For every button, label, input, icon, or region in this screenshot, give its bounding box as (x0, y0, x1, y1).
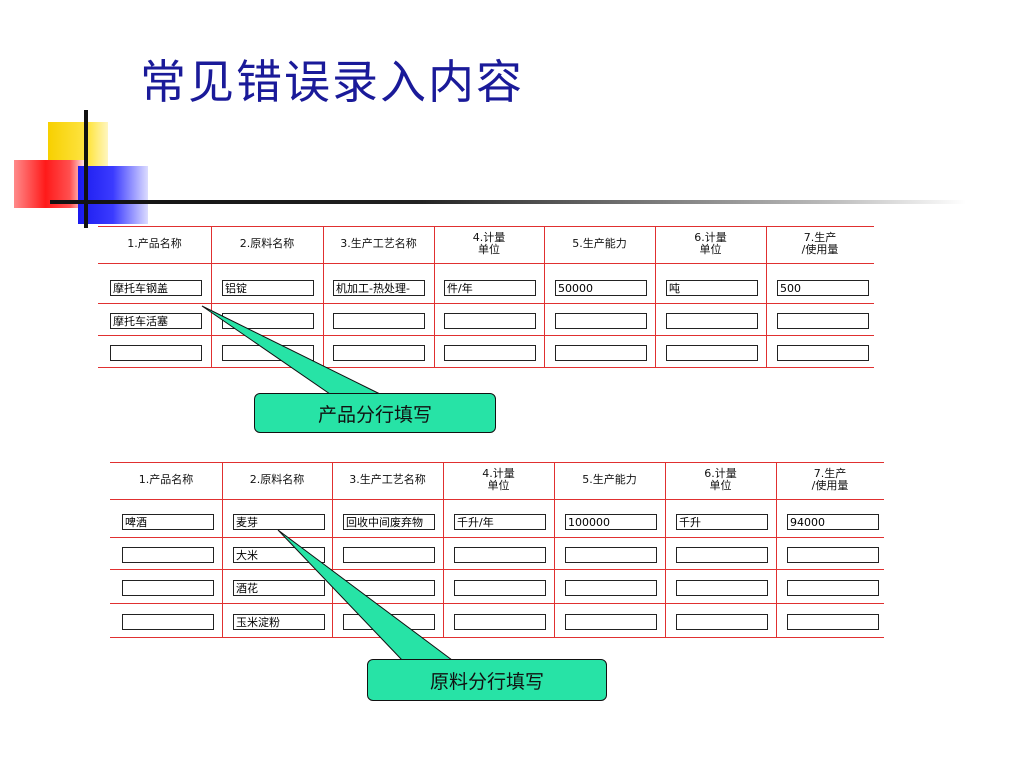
input-product-name[interactable] (122, 547, 214, 563)
callout-products: 产品分行填写 (254, 393, 496, 433)
input-material-name[interactable]: 麦芽 (233, 514, 325, 530)
grid-line (211, 227, 212, 263)
column-header-unit-2: 6.计量单位 (704, 467, 737, 492)
input-product-name[interactable] (110, 345, 202, 361)
grid-line (655, 227, 656, 263)
input-unit-2[interactable]: 千升 (676, 514, 768, 530)
callout-pointer-materials (277, 529, 454, 661)
input-unit-2[interactable] (676, 547, 768, 563)
input-usage[interactable] (787, 547, 879, 563)
input-material-name[interactable]: 酒花 (233, 580, 325, 596)
decor-blue-square (78, 166, 148, 224)
column-header-process-name: 3.生产工艺名称 (349, 473, 426, 486)
grid-line (98, 335, 874, 336)
grid-line (222, 463, 223, 637)
column-header-unit: 4.计量单位 (482, 467, 515, 492)
input-unit-2[interactable] (666, 313, 758, 329)
input-unit-2[interactable] (676, 580, 768, 596)
column-header-usage: 7.生产/使用量 (811, 467, 849, 492)
input-capacity[interactable] (565, 614, 657, 630)
input-capacity[interactable] (555, 313, 647, 329)
grid-line (323, 227, 324, 263)
column-header-unit: 4.计量单位 (472, 231, 506, 256)
input-material-name[interactable]: 玉米淀粉 (233, 614, 325, 630)
column-header-process-name: 3.生产工艺名称 (340, 237, 417, 250)
input-capacity[interactable] (555, 345, 647, 361)
input-unit-2[interactable] (666, 345, 758, 361)
input-capacity[interactable] (565, 547, 657, 563)
grid-line (554, 463, 555, 637)
input-unit-2[interactable] (676, 614, 768, 630)
input-product-name[interactable] (122, 614, 214, 630)
grid-line (665, 463, 666, 637)
grid-line (110, 569, 884, 570)
grid-line (332, 463, 333, 637)
callout-materials: 原料分行填写 (367, 659, 607, 701)
input-process-name[interactable]: 机加工-热处理- (333, 280, 425, 296)
grid-line (655, 263, 656, 367)
input-unit[interactable] (454, 580, 546, 596)
grid-line (323, 263, 324, 367)
grid-line (110, 603, 884, 604)
grid-line (434, 263, 435, 367)
column-header-product-name: 1.产品名称 (127, 237, 182, 250)
input-capacity[interactable]: 100000 (565, 514, 657, 530)
form-table-materials: 1.产品名称 2.原料名称 3.生产工艺名称 4.计量单位 5.生产能力 6.计… (110, 462, 884, 638)
input-usage[interactable] (787, 580, 879, 596)
input-unit[interactable] (444, 313, 536, 329)
decor-vertical-line (84, 110, 88, 228)
grid-line (211, 263, 212, 367)
column-header-usage: 7.生产/使用量 (801, 231, 839, 256)
input-product-name[interactable]: 摩托车钢盖 (110, 280, 202, 296)
input-material-name[interactable] (222, 313, 314, 329)
input-unit[interactable] (454, 614, 546, 630)
input-material-name[interactable]: 铝锭 (222, 280, 314, 296)
grid-line (766, 227, 767, 263)
grid-line (766, 263, 767, 367)
input-process-name[interactable] (343, 547, 435, 563)
decor-horizontal-line (50, 200, 966, 204)
input-product-name[interactable]: 啤酒 (122, 514, 214, 530)
input-usage[interactable] (787, 614, 879, 630)
grid-line (544, 263, 545, 367)
column-header-material-name: 2.原料名称 (249, 473, 305, 486)
form-table-products: 1.产品名称 2.原料名称 3.生产工艺名称 4.计量单位 5.生产能力 6.计… (98, 226, 874, 368)
grid-line (434, 227, 435, 263)
input-unit[interactable] (454, 547, 546, 563)
input-process-name[interactable] (333, 313, 425, 329)
grid-line (98, 303, 874, 304)
page-title: 常见错误录入内容 (140, 55, 524, 109)
input-usage[interactable] (777, 313, 869, 329)
grid-line (110, 537, 884, 538)
input-usage[interactable] (777, 345, 869, 361)
column-header-capacity: 5.生产能力 (572, 237, 627, 250)
column-header-capacity: 5.生产能力 (582, 473, 637, 486)
input-unit[interactable]: 千升/年 (454, 514, 546, 530)
grid-line (443, 463, 444, 637)
input-process-name[interactable]: 回收中间废弃物 (343, 514, 435, 530)
column-header-unit-2: 6.计量单位 (694, 231, 727, 256)
grid-line (110, 499, 884, 500)
input-usage[interactable]: 94000 (787, 514, 879, 530)
input-unit[interactable]: 件/年 (444, 280, 536, 296)
input-capacity[interactable]: 50000 (555, 280, 647, 296)
input-capacity[interactable] (565, 580, 657, 596)
input-unit[interactable] (444, 345, 536, 361)
grid-line (98, 263, 874, 264)
input-product-name[interactable] (122, 580, 214, 596)
grid-line (544, 227, 545, 263)
input-process-name[interactable] (333, 345, 425, 361)
input-usage[interactable]: 500 (777, 280, 869, 296)
grid-line (776, 463, 777, 637)
callout-pointer-products (201, 305, 381, 395)
column-header-product-name: 1.产品名称 (138, 473, 194, 486)
column-header-material-name: 2.原料名称 (239, 237, 295, 250)
input-product-name[interactable]: 摩托车活塞 (110, 313, 202, 329)
input-unit-2[interactable]: 吨 (666, 280, 758, 296)
